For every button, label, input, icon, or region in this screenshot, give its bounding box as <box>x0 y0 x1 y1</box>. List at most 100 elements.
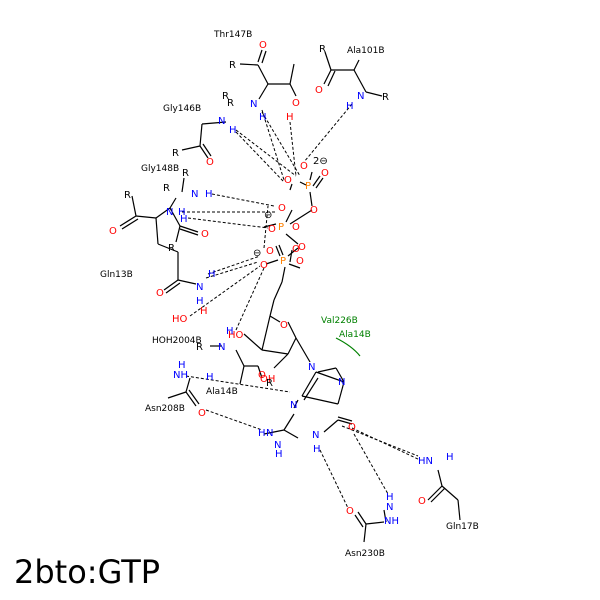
residue-gln13: Gln13B <box>100 270 133 280</box>
atom-N: N <box>308 362 315 373</box>
atom-O: O <box>198 408 206 419</box>
atom-P: P <box>305 181 311 192</box>
atom-R: R <box>319 44 326 55</box>
hydrophobic-contact-arc <box>335 337 361 357</box>
atom-P: P <box>278 222 284 233</box>
charge-minus-b: ⊖ <box>253 248 261 259</box>
atom-R: R <box>229 60 236 71</box>
atom-N: N <box>196 282 203 293</box>
atom-O: O <box>109 226 117 237</box>
residue-gly148: Gly148B <box>141 164 179 174</box>
atom-R: R <box>227 98 234 109</box>
atom-HO: HO <box>172 314 188 325</box>
atom-O: O <box>259 40 267 51</box>
atom-O: O <box>260 260 268 271</box>
hydrophobic-ala14: Ala14B <box>339 330 371 340</box>
charge-2minus: 2⊖ <box>313 156 328 167</box>
residue-asn230: Asn230B <box>345 549 385 559</box>
atom-H: H <box>178 360 186 371</box>
atom-HO: HO <box>228 330 244 341</box>
atom-O: O <box>258 370 266 381</box>
atom-O: O <box>418 496 426 507</box>
atom-R: R <box>196 342 203 353</box>
residue-asn208: Asn208B <box>145 404 185 414</box>
residue-gly146: Gly146B <box>163 104 201 114</box>
atom-O: O <box>292 98 300 109</box>
atom-R: R <box>266 378 273 389</box>
atom-NH: NH <box>173 370 188 381</box>
atom-OH: OH <box>260 374 275 385</box>
atom-O: O <box>300 161 308 172</box>
residue-gln17: Gln17B <box>446 522 479 532</box>
atom-N: N <box>386 502 393 513</box>
atom-H: H <box>386 492 394 503</box>
atom-O: O <box>321 168 329 179</box>
atom-R: R <box>182 168 189 179</box>
atom-H: H <box>286 112 294 123</box>
atom-H: H <box>229 125 237 136</box>
atom-H: H <box>205 189 213 200</box>
atom-O: O <box>296 256 304 267</box>
atom-O: O <box>278 203 286 214</box>
atom-O: O <box>315 85 323 96</box>
atom-O: O <box>292 244 300 255</box>
atom-R: R <box>172 148 179 159</box>
residue-hoh2004: HOH2004B <box>152 336 202 346</box>
atom-O: O <box>348 422 356 433</box>
atom-O: O <box>310 205 318 216</box>
charge-minus-a: ⊖ <box>264 210 272 221</box>
atom-N: N <box>357 91 364 102</box>
atom-O: O <box>280 320 288 331</box>
atom-O: O <box>156 288 164 299</box>
residue-thr147: Thr147B <box>213 30 252 40</box>
diagram-title: 2bto:GTP <box>14 553 160 591</box>
atom-H: H <box>258 428 266 439</box>
atom-H: H <box>259 112 267 123</box>
atom-O: O <box>206 157 214 168</box>
atom-O: O <box>298 242 306 253</box>
atom-H: H <box>200 306 208 317</box>
atom-O: O <box>266 246 274 257</box>
atom-N: N <box>166 207 173 218</box>
atom-H: H <box>446 452 454 463</box>
atom-N: N <box>312 430 319 441</box>
atom-R: R <box>222 91 229 102</box>
atom-H: H <box>208 269 216 280</box>
atom-R: R <box>382 92 389 103</box>
atom-H: H <box>313 444 321 455</box>
atom-H: H <box>178 207 186 218</box>
atom-H: H <box>180 214 188 225</box>
atom-O: O <box>346 506 354 517</box>
atom-O: O <box>292 222 300 233</box>
atom-O: O <box>201 229 209 240</box>
residue-ala101: Ala101B <box>347 46 385 56</box>
atom-P: P <box>280 256 286 267</box>
atom-N: N <box>290 400 297 411</box>
covalent-bonds <box>119 49 461 543</box>
atom-N: N <box>274 440 281 451</box>
atom-N: N <box>218 342 225 353</box>
atom-H: H <box>346 101 354 112</box>
atom-N: N <box>191 189 198 200</box>
atom-N: N <box>266 428 273 439</box>
atom-H: H <box>226 326 234 337</box>
hydrophobic-val226: Val226B <box>321 316 358 326</box>
atom-O: O <box>268 224 276 235</box>
atom-H: H <box>206 372 214 383</box>
atom-O: O <box>284 175 292 186</box>
atom-R: R <box>163 183 170 194</box>
atom-labels: O R N R R O H H R O N R H N H R O R R N … <box>109 40 454 527</box>
residue-ala14: Ala14B <box>206 387 238 397</box>
residue-labels: Thr147B Ala101B Gly146B Gly148B Gln13B H… <box>100 30 479 559</box>
atom-N: N <box>338 377 345 388</box>
hydrogen-bonds <box>182 103 421 509</box>
atom-HN: HN <box>418 456 433 467</box>
atom-N: N <box>218 116 225 127</box>
atom-R: R <box>124 190 131 201</box>
atom-H: H <box>275 449 283 460</box>
atom-R: R <box>168 243 175 254</box>
atom-NH: NH <box>384 516 399 527</box>
atom-H: H <box>196 296 204 307</box>
atom-N: N <box>250 99 257 110</box>
